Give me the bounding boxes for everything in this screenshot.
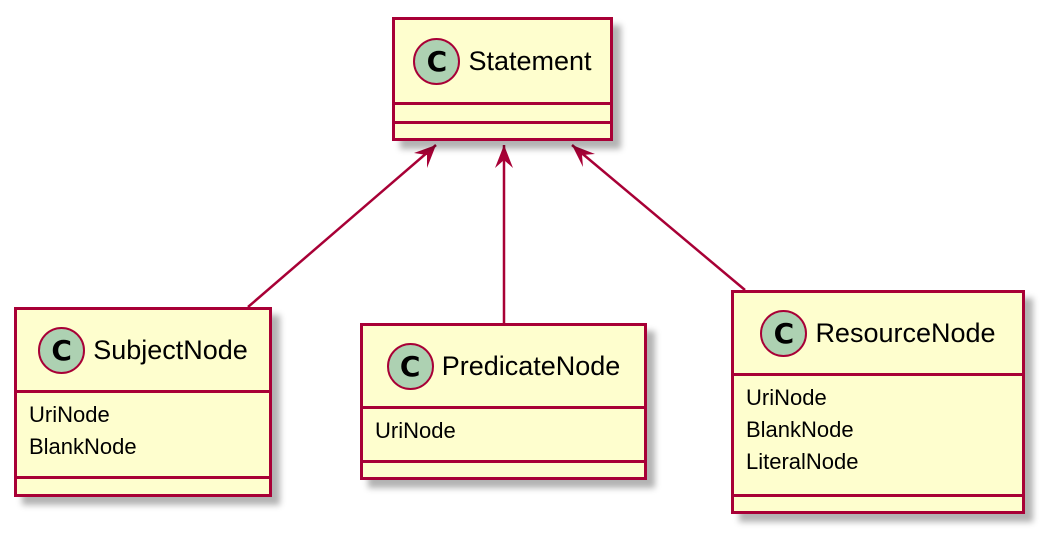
class-predicate-node[interactable]: C PredicateNode UriNode xyxy=(360,323,647,480)
attributes-compartment: UriNode xyxy=(363,406,644,460)
attribute: LiteralNode xyxy=(746,449,859,474)
class-name: Statement xyxy=(468,45,592,76)
class-c-icon: C xyxy=(386,342,434,390)
relation-resource-to-statement xyxy=(571,144,746,291)
attribute: BlankNode xyxy=(29,434,137,459)
relation-predicate-to-statement xyxy=(495,145,513,324)
attribute: UriNode xyxy=(375,418,456,443)
methods-compartment xyxy=(17,476,269,479)
class-c-icon: C xyxy=(760,309,808,357)
class-c-icon: C xyxy=(413,37,461,85)
class-header: C PredicateNode xyxy=(363,326,644,406)
class-header: C ResourceNode xyxy=(734,293,1022,373)
class-name: ResourceNode xyxy=(815,317,996,348)
class-name: PredicateNode xyxy=(441,350,621,381)
class-statement[interactable]: C Statement xyxy=(392,17,613,141)
class-header: C SubjectNode xyxy=(17,310,269,390)
methods-compartment xyxy=(363,460,644,463)
relation-subject-to-statement xyxy=(247,144,437,308)
attributes-compartment: UriNode BlankNode LiteralNode xyxy=(734,373,1022,494)
class-header: C Statement xyxy=(395,20,610,102)
arrowhead-icon xyxy=(414,145,436,168)
attribute: UriNode xyxy=(746,385,827,410)
attributes-compartment xyxy=(395,102,610,121)
arrowhead-icon xyxy=(495,145,513,168)
attribute: BlankNode xyxy=(746,417,854,442)
arrowhead-icon xyxy=(572,145,595,167)
class-resource-node[interactable]: C ResourceNode UriNode BlankNode Literal… xyxy=(731,290,1025,514)
attribute: UriNode xyxy=(29,402,110,427)
methods-compartment xyxy=(395,121,610,124)
class-c-icon: C xyxy=(38,326,86,374)
attributes-compartment: UriNode BlankNode xyxy=(17,390,269,476)
class-name: SubjectNode xyxy=(93,334,248,365)
methods-compartment xyxy=(734,494,1022,497)
class-subject-node[interactable]: C SubjectNode UriNode BlankNode xyxy=(14,307,272,497)
